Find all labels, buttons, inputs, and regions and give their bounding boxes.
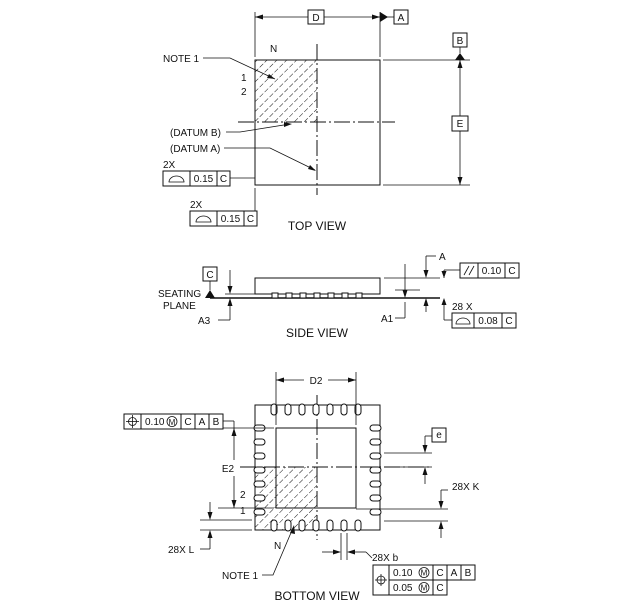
bottom-pads-top: [270, 403, 362, 416]
parallelism-frame: 0.10 C: [459, 262, 520, 279]
svg-text:0.15: 0.15: [194, 174, 214, 185]
side-view-title: SIDE VIEW: [286, 326, 349, 340]
svg-text:0.08: 0.08: [478, 316, 498, 327]
datum-a-flag: [393, 9, 409, 25]
svg-text:2X: 2X: [190, 200, 203, 211]
bottom-pads-right: [369, 424, 382, 516]
dim-e2-label: E2: [222, 464, 235, 475]
svg-text:C: C: [505, 316, 512, 327]
bottom-pads-left: [253, 424, 266, 516]
svg-text:A: A: [451, 568, 458, 579]
pin1-hatched-area: [255, 467, 317, 530]
pin1-label: 1: [240, 506, 246, 517]
bottom-view-title: BOTTOM VIEW: [274, 589, 360, 603]
mmc-modifier-icon: [418, 582, 430, 593]
svg-text:M: M: [421, 569, 428, 578]
svg-text:A: A: [398, 13, 405, 24]
bottom-pads-bottom: [270, 519, 362, 532]
top-view: D A E B N 1 2 NOTE 1 (DATUM B) (DATUM A)…: [162, 9, 470, 233]
dim-l-label: 28X L: [168, 545, 195, 556]
corner-n-label: N: [270, 44, 277, 55]
note1-label: NOTE 1: [163, 54, 200, 65]
coplanarity-frame: 0.08 C: [451, 312, 517, 329]
svg-text:0.05: 0.05: [393, 583, 413, 594]
pin2-label: 2: [241, 87, 247, 98]
pitch-e-label: e: [436, 430, 442, 441]
parallelism-icon: [463, 265, 470, 276]
position-frame: 0.10 M C A B: [123, 413, 224, 430]
pin1-hatched-area: [255, 60, 317, 122]
surface-profile-icon: [455, 317, 471, 325]
datum-a-label: (DATUM A): [170, 144, 220, 155]
svg-text:M: M: [421, 584, 428, 593]
dim-b-label: 28X b: [372, 553, 399, 564]
profile-tolerance-frame-1: 0.15 C: [162, 170, 231, 187]
svg-text:C: C: [247, 214, 254, 225]
datum-b-label: (DATUM B): [170, 128, 221, 139]
note1-label: NOTE 1: [222, 571, 259, 582]
svg-text:B: B: [213, 417, 220, 428]
top-view-title: TOP VIEW: [288, 219, 347, 233]
side-view-package-body: [254, 277, 381, 295]
svg-text:M: M: [169, 418, 176, 427]
surface-profile-icon: [168, 175, 185, 183]
side-view: C SEATING PLANE A3 A1 A: [158, 252, 520, 340]
svg-text:C: C: [184, 417, 191, 428]
dim-d2-label: D2: [310, 376, 323, 387]
mmc-modifier-icon: [418, 567, 430, 578]
dim-e-label: E: [457, 119, 464, 130]
svg-text:0.10: 0.10: [482, 266, 502, 277]
corner-n-label: N: [274, 541, 281, 552]
seating-plane-label-2: PLANE: [163, 301, 196, 312]
bottom-view: D2 E2 0.10 M C A B 2 1: [123, 372, 480, 603]
a3-label: A3: [198, 316, 211, 327]
svg-text:0.10: 0.10: [145, 417, 165, 428]
pin1-label: 1: [241, 73, 247, 84]
svg-text:C: C: [508, 266, 515, 277]
svg-text:C: C: [436, 568, 443, 579]
surface-profile-icon: [195, 215, 212, 223]
svg-text:B: B: [457, 36, 464, 47]
seating-plane-label-1: SEATING: [158, 289, 201, 300]
dim-k-label: 28X K: [452, 482, 480, 493]
mmc-modifier-icon: [166, 416, 178, 427]
svg-text:B: B: [465, 568, 472, 579]
side-view-terminals: [271, 292, 363, 299]
svg-text:2X: 2X: [163, 160, 176, 171]
pin2-label: 2: [240, 490, 246, 501]
svg-text:C: C: [206, 270, 213, 281]
svg-text:C: C: [220, 174, 227, 185]
a1-label: A1: [381, 314, 394, 325]
svg-text:A: A: [199, 417, 206, 428]
svg-text:0.10: 0.10: [393, 568, 413, 579]
svg-text:0.15: 0.15: [221, 214, 241, 225]
a-height-label: A: [439, 252, 446, 263]
dim-d-label: D: [312, 13, 319, 24]
terminal-position-frame: 0.10 M C A B 0.05 M C: [372, 564, 476, 596]
svg-text:C: C: [436, 583, 443, 594]
profile-tolerance-frame-2: 0.15 C: [189, 210, 258, 227]
svg-text:28 X: 28 X: [452, 302, 473, 313]
